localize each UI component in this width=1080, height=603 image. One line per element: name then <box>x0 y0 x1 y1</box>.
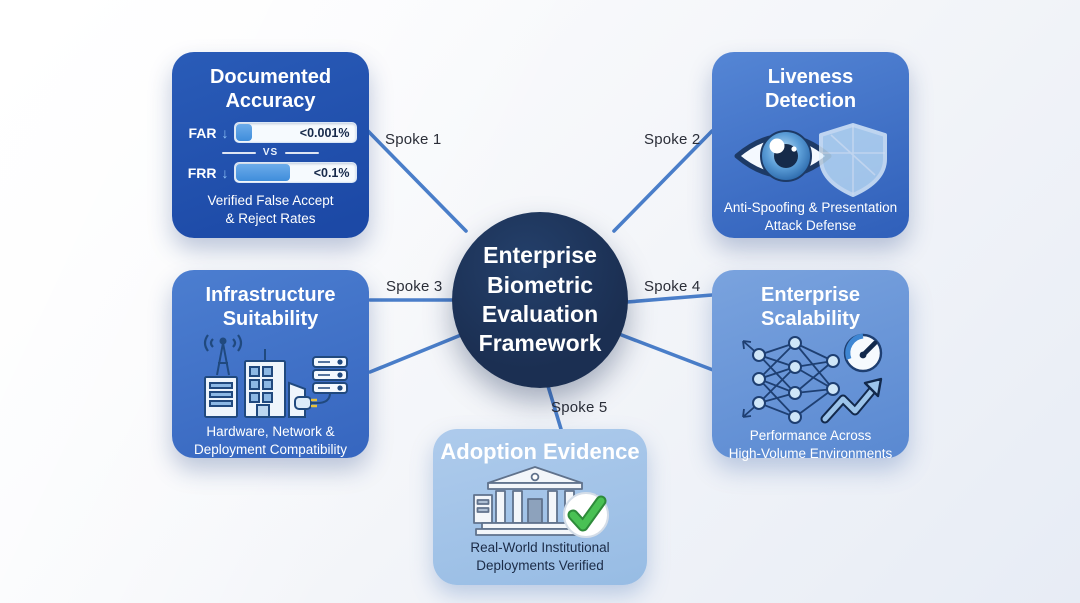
frr-bar-fill <box>235 164 290 182</box>
card-subtitle: Real-World Institutional Deployments Ver… <box>470 539 610 573</box>
spoke-1-label: Spoke 1 <box>385 131 442 148</box>
card-infrastructure-suitability: Infrastructure Suitability <box>172 270 369 458</box>
card-title: Infrastructure Suitability <box>205 284 336 330</box>
far-row: FAR ↓ <0.001% <box>185 122 357 144</box>
card-subtitle: Performance Across High-Volume Environme… <box>728 428 893 461</box>
spoke-4-label: Spoke 4 <box>644 278 701 295</box>
far-value: <0.001% <box>299 125 350 140</box>
card-subtitle: Anti-Spoofing & Presentation Attack Defe… <box>723 200 898 233</box>
city-network-power-icon <box>189 331 353 423</box>
card-subtitle: Hardware, Network & Deployment Compatibi… <box>193 424 348 457</box>
frr-row: FRR ↓ <0.1% <box>185 162 357 184</box>
accuracy-metrics: FAR ↓ <0.001% vs FRR ↓ <0.1% <box>185 122 357 184</box>
down-arrow-icon: ↓ <box>221 164 229 181</box>
hub-to-scalability-line <box>617 332 715 372</box>
hub-to-infrastructure-line <box>368 333 463 374</box>
network-gauge-growth-icon <box>729 331 893 427</box>
hub-circle: Enterprise Biometric Evaluation Framewor… <box>452 212 628 388</box>
card-title: Adoption Evidence <box>440 439 640 464</box>
eye-shield-icon <box>731 113 891 199</box>
hub-title: Enterprise Biometric Evaluation Framewor… <box>478 242 602 357</box>
card-title: Liveness Detection <box>764 66 857 112</box>
card-adoption-evidence: Adoption Evidence <box>433 429 647 585</box>
far-bar: <0.001% <box>233 122 357 144</box>
spoke-3-label: Spoke 3 <box>386 278 443 295</box>
spoke-2-line <box>612 129 714 233</box>
card-title: Documented Accuracy <box>209 66 332 112</box>
frr-label: FRR <box>187 164 217 181</box>
card-liveness-detection: Liveness Detection Anti-Spoofing & <box>712 52 909 238</box>
card-documented-accuracy: Documented Accuracy FAR ↓ <0.001% vs FRR… <box>172 52 369 238</box>
card-subtitle: Verified False Accept & Reject Rates <box>207 193 334 226</box>
vs-line-right <box>285 151 320 154</box>
frr-value: <0.1% <box>313 165 350 180</box>
spoke-5-line <box>546 384 563 431</box>
spoke-5-label: Spoke 5 <box>551 399 608 416</box>
far-bar-fill <box>235 124 253 142</box>
spoke-1-line <box>366 129 468 233</box>
institution-check-icon <box>460 465 620 539</box>
card-enterprise-scalability: Enterprise Scalability <box>712 270 909 461</box>
vs-divider: vs <box>185 147 357 158</box>
vs-line-left <box>221 151 256 154</box>
card-title: Enterprise Scalability <box>761 284 860 330</box>
frr-bar: <0.1% <box>233 162 357 184</box>
spoke-4-line <box>625 293 714 304</box>
vs-label: vs <box>262 147 279 159</box>
spoke-2-label: Spoke 2 <box>644 131 701 148</box>
far-label: FAR <box>188 124 217 141</box>
down-arrow-icon: ↓ <box>221 124 229 141</box>
